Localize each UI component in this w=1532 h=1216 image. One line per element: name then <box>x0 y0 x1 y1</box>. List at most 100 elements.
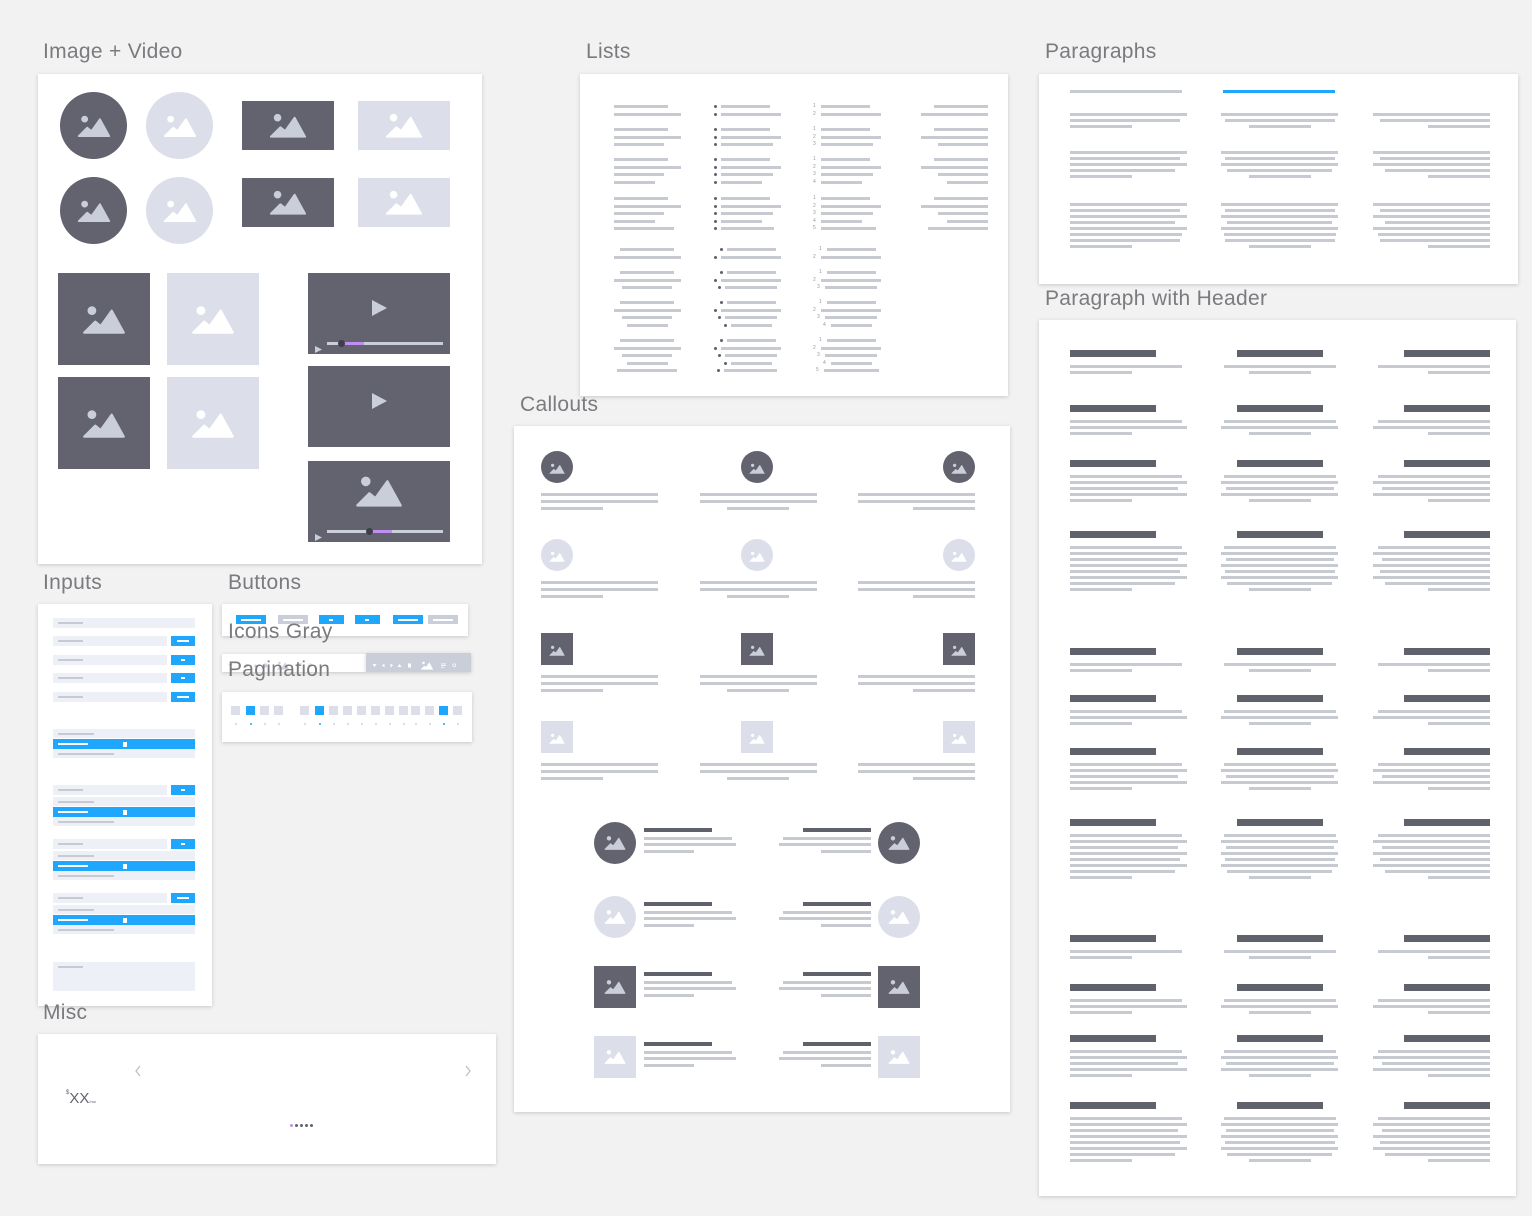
page-dot[interactable] <box>428 723 431 725</box>
dropdown-option[interactable] <box>53 749 195 758</box>
dropdown-option[interactable] <box>53 871 195 880</box>
chevron-down-icon[interactable] <box>228 657 233 667</box>
input-field[interactable] <box>53 839 167 849</box>
triangle-up-icon[interactable] <box>253 657 258 667</box>
button[interactable] <box>319 615 344 624</box>
page-dot[interactable] <box>234 723 237 725</box>
page-dot[interactable] <box>442 723 445 725</box>
page-button[interactable] <box>246 706 255 715</box>
input-button[interactable] <box>171 692 195 702</box>
page-button[interactable] <box>399 706 408 715</box>
page-dot[interactable] <box>456 723 459 725</box>
input-button[interactable] <box>171 673 195 683</box>
avatar-image-placeholder <box>741 539 773 571</box>
chevron-right-icon[interactable] <box>245 657 250 668</box>
page-dot[interactable] <box>318 723 321 725</box>
page-dot[interactable] <box>332 723 335 725</box>
page-dot[interactable] <box>263 723 266 725</box>
carousel-prev-icon[interactable] <box>134 1064 142 1078</box>
scrubber-handle[interactable] <box>337 340 345 347</box>
page-button[interactable] <box>411 706 420 715</box>
document-icon[interactable] <box>263 657 268 668</box>
carousel-dot[interactable] <box>295 1124 298 1127</box>
document-icon[interactable] <box>407 657 412 668</box>
input-button[interactable] <box>171 785 195 795</box>
page-button[interactable] <box>439 706 448 715</box>
chevron-down-icon[interactable] <box>372 657 377 667</box>
input-button[interactable] <box>171 636 195 646</box>
button[interactable] <box>393 615 423 624</box>
button[interactable] <box>355 615 380 624</box>
input-field[interactable] <box>53 893 167 903</box>
video-player[interactable] <box>308 461 450 542</box>
page-button[interactable] <box>343 706 352 715</box>
page-button[interactable] <box>231 706 240 715</box>
scrubber-handle[interactable] <box>365 528 373 535</box>
page-dot[interactable] <box>402 723 405 725</box>
input-button[interactable] <box>171 655 195 665</box>
search-icon[interactable] <box>452 657 457 668</box>
dropdown-option-selected[interactable] <box>53 915 195 925</box>
dropdown-option-selected[interactable] <box>53 739 195 749</box>
button[interactable] <box>278 615 308 624</box>
menu-icon[interactable] <box>441 657 446 668</box>
page-dot[interactable] <box>346 723 349 725</box>
play-icon[interactable] <box>371 392 387 409</box>
input-button[interactable] <box>171 893 195 903</box>
play-small-icon[interactable] <box>315 340 322 353</box>
page-dot[interactable] <box>360 723 363 725</box>
chevron-left-icon[interactable] <box>237 657 242 668</box>
input-field[interactable] <box>53 655 167 665</box>
input-field[interactable] <box>53 673 167 683</box>
play-icon[interactable] <box>371 299 387 316</box>
page-dot[interactable] <box>414 723 417 725</box>
page-button[interactable] <box>357 706 366 715</box>
page-button[interactable] <box>260 706 269 715</box>
menu-icon[interactable] <box>297 657 302 668</box>
page-dot[interactable] <box>303 723 306 725</box>
text-line <box>1378 1050 1490 1053</box>
page-button[interactable] <box>274 706 283 715</box>
page-button[interactable] <box>371 706 380 715</box>
page-button[interactable] <box>453 706 462 715</box>
input-field[interactable] <box>53 692 167 702</box>
image-icon[interactable] <box>275 657 291 670</box>
page-dot[interactable] <box>249 723 252 725</box>
play-small-icon[interactable] <box>315 528 322 541</box>
page-dot[interactable] <box>374 723 377 725</box>
text-line <box>1378 546 1490 549</box>
carousel-dot[interactable] <box>300 1124 303 1127</box>
page-dot[interactable] <box>277 723 280 725</box>
video-player[interactable] <box>308 366 450 447</box>
input-field[interactable] <box>53 636 167 646</box>
dropdown-option-selected[interactable] <box>53 861 195 871</box>
button[interactable] <box>428 615 458 624</box>
page-button[interactable] <box>385 706 394 715</box>
progress-bar[interactable] <box>327 528 443 535</box>
carousel-next-icon[interactable] <box>464 1064 472 1078</box>
page-button[interactable] <box>300 706 309 715</box>
paragraph-header <box>1404 405 1490 412</box>
video-player[interactable] <box>308 273 450 354</box>
input-button[interactable] <box>171 839 195 849</box>
page-button[interactable] <box>315 706 324 715</box>
dropdown-option-selected[interactable] <box>53 807 195 817</box>
input-field[interactable] <box>53 785 167 795</box>
page-button[interactable] <box>329 706 338 715</box>
chevron-left-icon[interactable] <box>381 657 386 668</box>
dropdown-option[interactable] <box>53 817 195 826</box>
button[interactable] <box>236 615 266 624</box>
textarea-field[interactable] <box>53 962 195 991</box>
input-field[interactable] <box>53 618 195 628</box>
dropdown-option[interactable] <box>53 925 195 934</box>
progress-bar[interactable] <box>327 340 443 347</box>
page-button[interactable] <box>425 706 434 715</box>
chevron-right-icon[interactable] <box>389 657 394 668</box>
image-icon[interactable] <box>419 657 435 670</box>
carousel-dot[interactable] <box>290 1124 293 1127</box>
page-dot[interactable] <box>388 723 391 725</box>
triangle-up-icon[interactable] <box>397 657 402 667</box>
carousel-dot[interactable] <box>305 1124 308 1127</box>
carousel-dot[interactable] <box>310 1124 313 1127</box>
search-icon[interactable] <box>308 657 313 668</box>
